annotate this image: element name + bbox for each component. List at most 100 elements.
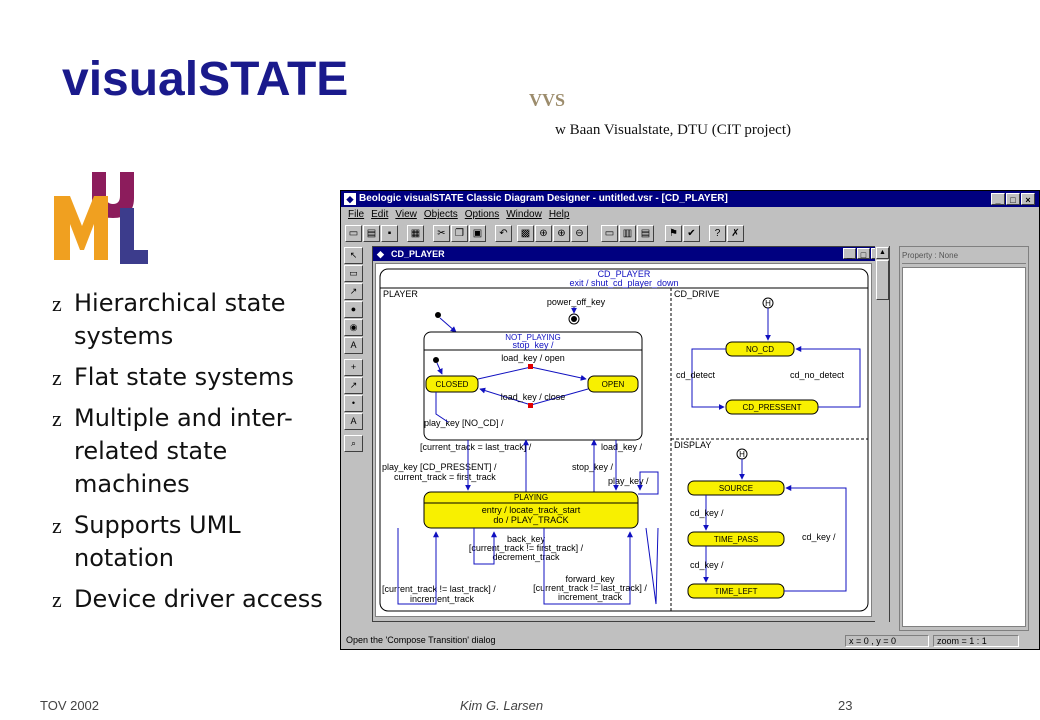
diagram-titlebar[interactable]: ◆ CD_PLAYER _ □ × — [373, 247, 889, 261]
menu-help[interactable]: Help — [548, 209, 570, 220]
scroll-thumb[interactable] — [876, 260, 889, 300]
state-tool-icon[interactable]: ▭ — [344, 265, 363, 282]
footer-author: Kim G. Larsen — [460, 698, 544, 713]
app-icon: ◆ — [344, 193, 356, 205]
region-display: DISPLAY — [674, 440, 711, 450]
not-playing-name: NOT_PLAYING — [505, 333, 560, 342]
diagram-canvas[interactable]: CD_PLAYER exit / shut_cd_player_down PLA… — [375, 263, 872, 617]
zoom-out-icon[interactable]: ⊖ — [571, 225, 588, 242]
statechart: CD_PLAYER exit / shut_cd_player_down PLA… — [379, 268, 869, 612]
scroll-up-icon[interactable]: ▲ — [876, 247, 889, 259]
add-transition-tool-icon[interactable]: ↗ — [344, 377, 363, 394]
cd-detect-label: cd_detect — [676, 370, 716, 380]
final-state-icon — [571, 316, 577, 322]
diagram-title-text: CD_PLAYER — [391, 249, 445, 259]
add-state-tool-icon[interactable]: + — [344, 359, 363, 376]
credit-text: w Baan Visualstate, DTU (CIT project) — [555, 122, 791, 138]
maximize-button[interactable]: □ — [1006, 193, 1020, 205]
not-playing-box — [423, 331, 643, 441]
playing-name: PLAYING — [514, 493, 548, 502]
help-icon[interactable]: ? — [709, 225, 726, 242]
history-tool-icon[interactable]: ◉ — [344, 319, 363, 336]
main-scrollbar[interactable]: ▲ — [875, 246, 889, 631]
diagram-maximize-button[interactable]: □ — [857, 248, 870, 260]
status-coords: x = 0 , y = 0 — [845, 635, 929, 647]
menu-objects[interactable]: Objects — [423, 209, 458, 220]
transition-tool-icon[interactable]: ↗ — [344, 283, 363, 300]
time-pass-state — [687, 531, 785, 547]
add-text-tool-icon[interactable]: A — [344, 413, 363, 430]
diagram-minimize-button[interactable]: _ — [843, 248, 856, 260]
open-label: OPEN — [602, 380, 625, 389]
menu-options[interactable]: Options — [464, 209, 500, 220]
zoom-in-icon[interactable]: ⊕ — [553, 225, 570, 242]
status-message: Open the 'Compose Transition' dialog — [346, 635, 496, 645]
undo-icon[interactable]: ↶ — [495, 225, 512, 242]
tool-palette: ↖ ▭ ↗ ● ◉ A + ↗ • A ⌕ — [344, 247, 364, 627]
menu-file[interactable]: File — [348, 209, 365, 220]
no-cd-label: NO_CD — [746, 345, 774, 354]
diagram-icon: ◆ — [377, 249, 384, 259]
property-label: Property : None — [902, 249, 1026, 264]
menu-edit[interactable]: Edit — [371, 209, 389, 220]
load-key-label: load_key / — [601, 442, 643, 452]
app-title-text: Beologic visualSTATE Classic Diagram Des… — [359, 193, 728, 204]
grid-icon[interactable]: ▩ — [517, 225, 534, 242]
new-file-icon[interactable]: ▭ — [345, 225, 362, 242]
cd-no-detect-label: cd_no_detect — [790, 370, 845, 380]
initial-tool-icon[interactable]: ● — [344, 301, 363, 318]
load-open-label: load_key / open — [501, 353, 565, 363]
diagram-window: ◆ CD_PLAYER _ □ × CD_PLAYER exit / shut_… — [372, 246, 890, 622]
tile-icon[interactable]: ▥ — [619, 225, 636, 242]
app-window: ◆ Beologic visualSTATE Classic Diagram D… — [340, 190, 1040, 650]
playing-state — [423, 491, 639, 529]
toolbar: ▭ ▤ ▪ ▦ ✂ ❐ ▣ ↶ ▩ ⊕ ⊕ ⊖ ▭ ▥ ▤ ⚑ ✔ ? ✗ — [345, 224, 1035, 244]
text-tool-icon[interactable]: A — [344, 337, 363, 354]
flag-icon[interactable]: ⚑ — [665, 225, 682, 242]
page-number: 23 — [838, 698, 853, 713]
menu-view[interactable]: View — [395, 209, 417, 220]
fwd-label-2: [current_track != last_track] / — [533, 583, 647, 593]
paste-icon[interactable]: ▣ — [469, 225, 486, 242]
closed-label: CLOSED — [436, 380, 469, 389]
playing-do: do / PLAY_TRACK — [493, 515, 568, 525]
not-playing-action: stop_key / — [512, 340, 554, 350]
cascade-icon[interactable]: ▤ — [637, 225, 654, 242]
source-state — [687, 480, 785, 496]
status-bar: Open the 'Compose Transition' dialog x =… — [341, 634, 1039, 649]
window-icon[interactable]: ▭ — [601, 225, 618, 242]
copy-icon[interactable]: ❐ — [451, 225, 468, 242]
playing-entry: entry / locate_track_start — [482, 505, 581, 515]
menu-bar: File Edit View Objects Options Window Help — [341, 208, 1039, 222]
close-button[interactable]: × — [1021, 193, 1035, 205]
magnify-tool-icon[interactable]: ⌕ — [344, 435, 363, 452]
play-no-cd-label: play_key [NO_CD] / — [424, 418, 504, 428]
cut-icon[interactable]: ✂ — [433, 225, 450, 242]
menu-window[interactable]: Window — [506, 209, 542, 220]
current-last-label: [current_track = last_track] / — [420, 442, 532, 452]
back-label-3: decrement_track — [492, 552, 560, 562]
app-titlebar[interactable]: ◆ Beologic visualSTATE Classic Diagram D… — [341, 191, 1039, 207]
top-state-box — [379, 268, 869, 612]
context-help-icon[interactable]: ✗ — [727, 225, 744, 242]
minimize-button[interactable]: _ — [991, 193, 1005, 205]
play-present-label-1: play_key [CD_PRESSENT] / — [382, 462, 497, 472]
select-tool-icon[interactable]: ↖ — [344, 247, 363, 264]
fwd-label-1: forward_key — [565, 574, 615, 584]
cd-present-label: CD_PRESSENT — [742, 403, 801, 412]
property-panel: Property : None — [899, 246, 1029, 631]
open-folder-icon[interactable]: ▤ — [363, 225, 380, 242]
property-list[interactable] — [902, 267, 1026, 627]
save-icon[interactable]: ▪ — [381, 225, 398, 242]
svg-text:H: H — [765, 299, 771, 308]
back-label-2: [current_track != first_track] / — [469, 543, 584, 553]
check-icon[interactable]: ✔ — [683, 225, 700, 242]
cur-nl-label-1: [current_track != last_track] / — [382, 584, 496, 594]
svg-text:H: H — [739, 450, 745, 459]
print-icon[interactable]: ▦ — [407, 225, 424, 242]
add-initial-tool-icon[interactable]: • — [344, 395, 363, 412]
zoom-icon[interactable]: ⊕ — [535, 225, 552, 242]
